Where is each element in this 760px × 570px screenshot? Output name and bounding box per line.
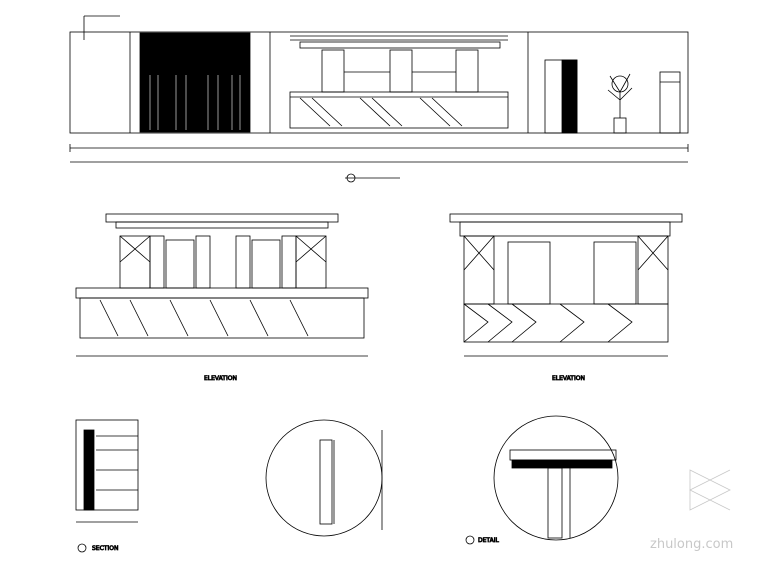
door-panel-black [139,32,251,133]
front-elevation: ELEVATION [75,213,369,382]
side-elevation: ELEVATION [449,213,683,382]
watermark-text: zhulong.com [650,537,733,552]
plant-icon [607,73,633,134]
detail-view: DETAIL [465,415,619,545]
bar-counter-top [289,35,509,129]
section-view: SECTION [75,419,139,553]
detail-magnified-circle [265,419,383,537]
top-elevation [69,15,689,183]
section-title: SECTION [92,545,118,552]
watermark: zhulong.com [650,469,733,552]
air-conditioner [659,71,681,134]
front-elevation-title: ELEVATION [204,375,237,382]
detail-title: DETAIL [478,537,499,544]
door-pattern [149,75,241,130]
side-elevation-title: ELEVATION [552,375,585,382]
